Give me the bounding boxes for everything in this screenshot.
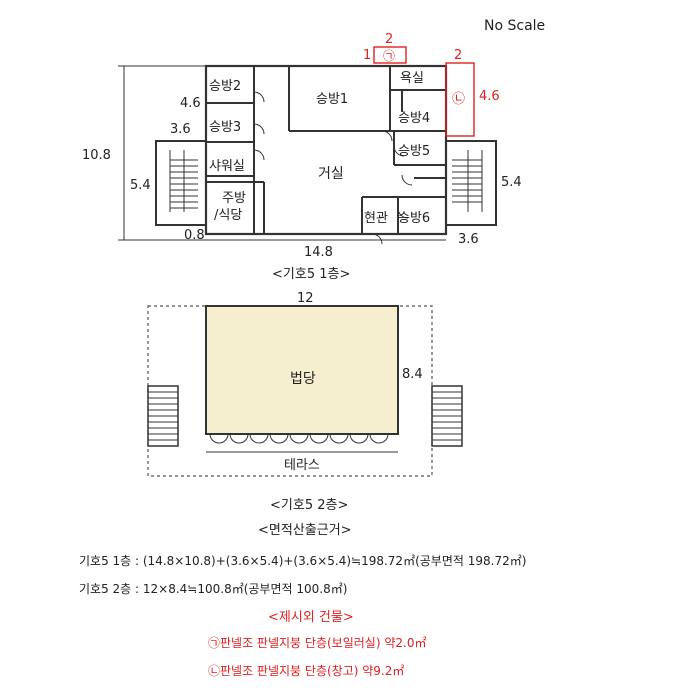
- annex-b-mark: ㉡: [452, 92, 465, 107]
- beopdang-hall: [205, 305, 399, 435]
- floor2-plan: [147, 305, 463, 477]
- extra-building-b: ㉡판넬조 판넬지붕 단층(창고) 약9.2㎡: [208, 664, 405, 678]
- room-beopdang: 법당: [290, 371, 316, 387]
- annex-a-mark: ㉠: [383, 49, 395, 63]
- room-jubang: 주방: [222, 191, 246, 206]
- notes-line-floor1: 기호5 1층 : (14.8×10.8)+(3.6×5.4)+(3.6×5.4)…: [79, 554, 527, 568]
- room-geosil: 거실: [318, 166, 344, 182]
- room-sikdang: /식당: [214, 208, 242, 223]
- left-stair-treads: [169, 150, 198, 212]
- dim-left-offset: 0.8: [184, 228, 205, 243]
- dim-total-width: 14.8: [304, 245, 333, 260]
- room-seungbang6: 승방6: [398, 211, 430, 226]
- dim-annex-a-width: 2: [385, 32, 393, 47]
- room-seungbang2: 승방2: [209, 79, 241, 94]
- dim-floor2-height: 8.4: [402, 367, 423, 382]
- notes-heading: <면적산출근거>: [258, 523, 352, 538]
- room-hyeongwan: 현관: [364, 211, 388, 226]
- dim-annex-b-height: 4.6: [479, 89, 500, 104]
- dim-annex-a-depth: 1: [363, 48, 371, 63]
- dim-left-wing-width: 3.6: [170, 122, 191, 137]
- room-yoksil: 욕실: [400, 71, 424, 86]
- floor2-right-stair-treads: [432, 391, 462, 441]
- floor1-labels: No Scale 승방2 승방1 욕실 승방3 승방4 샤워실 거실 승방5 주…: [82, 18, 545, 282]
- dim-left-wing-height: 5.4: [130, 178, 151, 193]
- left-stair-wing: [155, 140, 207, 226]
- extra-building-a: ㉠판넬조 판넬지붕 단층(보일러실) 약2.0㎡: [208, 636, 427, 650]
- dim-right-wing-height: 5.4: [501, 175, 522, 190]
- floor1-door-swings: [253, 91, 413, 245]
- dim-left-upper: 4.6: [180, 96, 201, 111]
- room-seungbang4: 승방4: [398, 111, 430, 126]
- floor1-plan: [118, 46, 497, 245]
- room-showersil: 샤워실: [209, 159, 245, 174]
- floor2-caption: <기호5 2층>: [270, 498, 348, 513]
- dim-right-wing-width: 3.6: [458, 232, 479, 247]
- right-stair-wing: [445, 140, 497, 226]
- room-seungbang5: 승방5: [398, 144, 430, 159]
- room-terrace: 테라스: [284, 458, 320, 473]
- annex-a-outline: [373, 46, 407, 64]
- floor2-left-stair-treads: [148, 391, 178, 441]
- room-seungbang1: 승방1: [316, 92, 348, 107]
- right-stair-treads: [452, 150, 483, 212]
- dim-floor2-width: 12: [297, 291, 314, 306]
- floor1-caption: <기호5 1층>: [272, 267, 350, 282]
- floor2-labels: 12 8.4 법당 테라스 <기호5 2층>: [270, 291, 423, 513]
- extra-buildings-heading: <제시외 건물>: [268, 610, 354, 625]
- annex-b-outline: [445, 62, 475, 137]
- scale-note: No Scale: [484, 18, 545, 34]
- notes-line-floor2: 기호5 2층 : 12×8.4≒100.8㎡(공부면적 100.8㎡): [79, 582, 348, 596]
- dim-annex-b-width: 2: [454, 48, 462, 63]
- dim-total-height: 10.8: [82, 148, 111, 163]
- terrace-arches: [209, 433, 389, 444]
- room-seungbang3: 승방3: [209, 120, 241, 135]
